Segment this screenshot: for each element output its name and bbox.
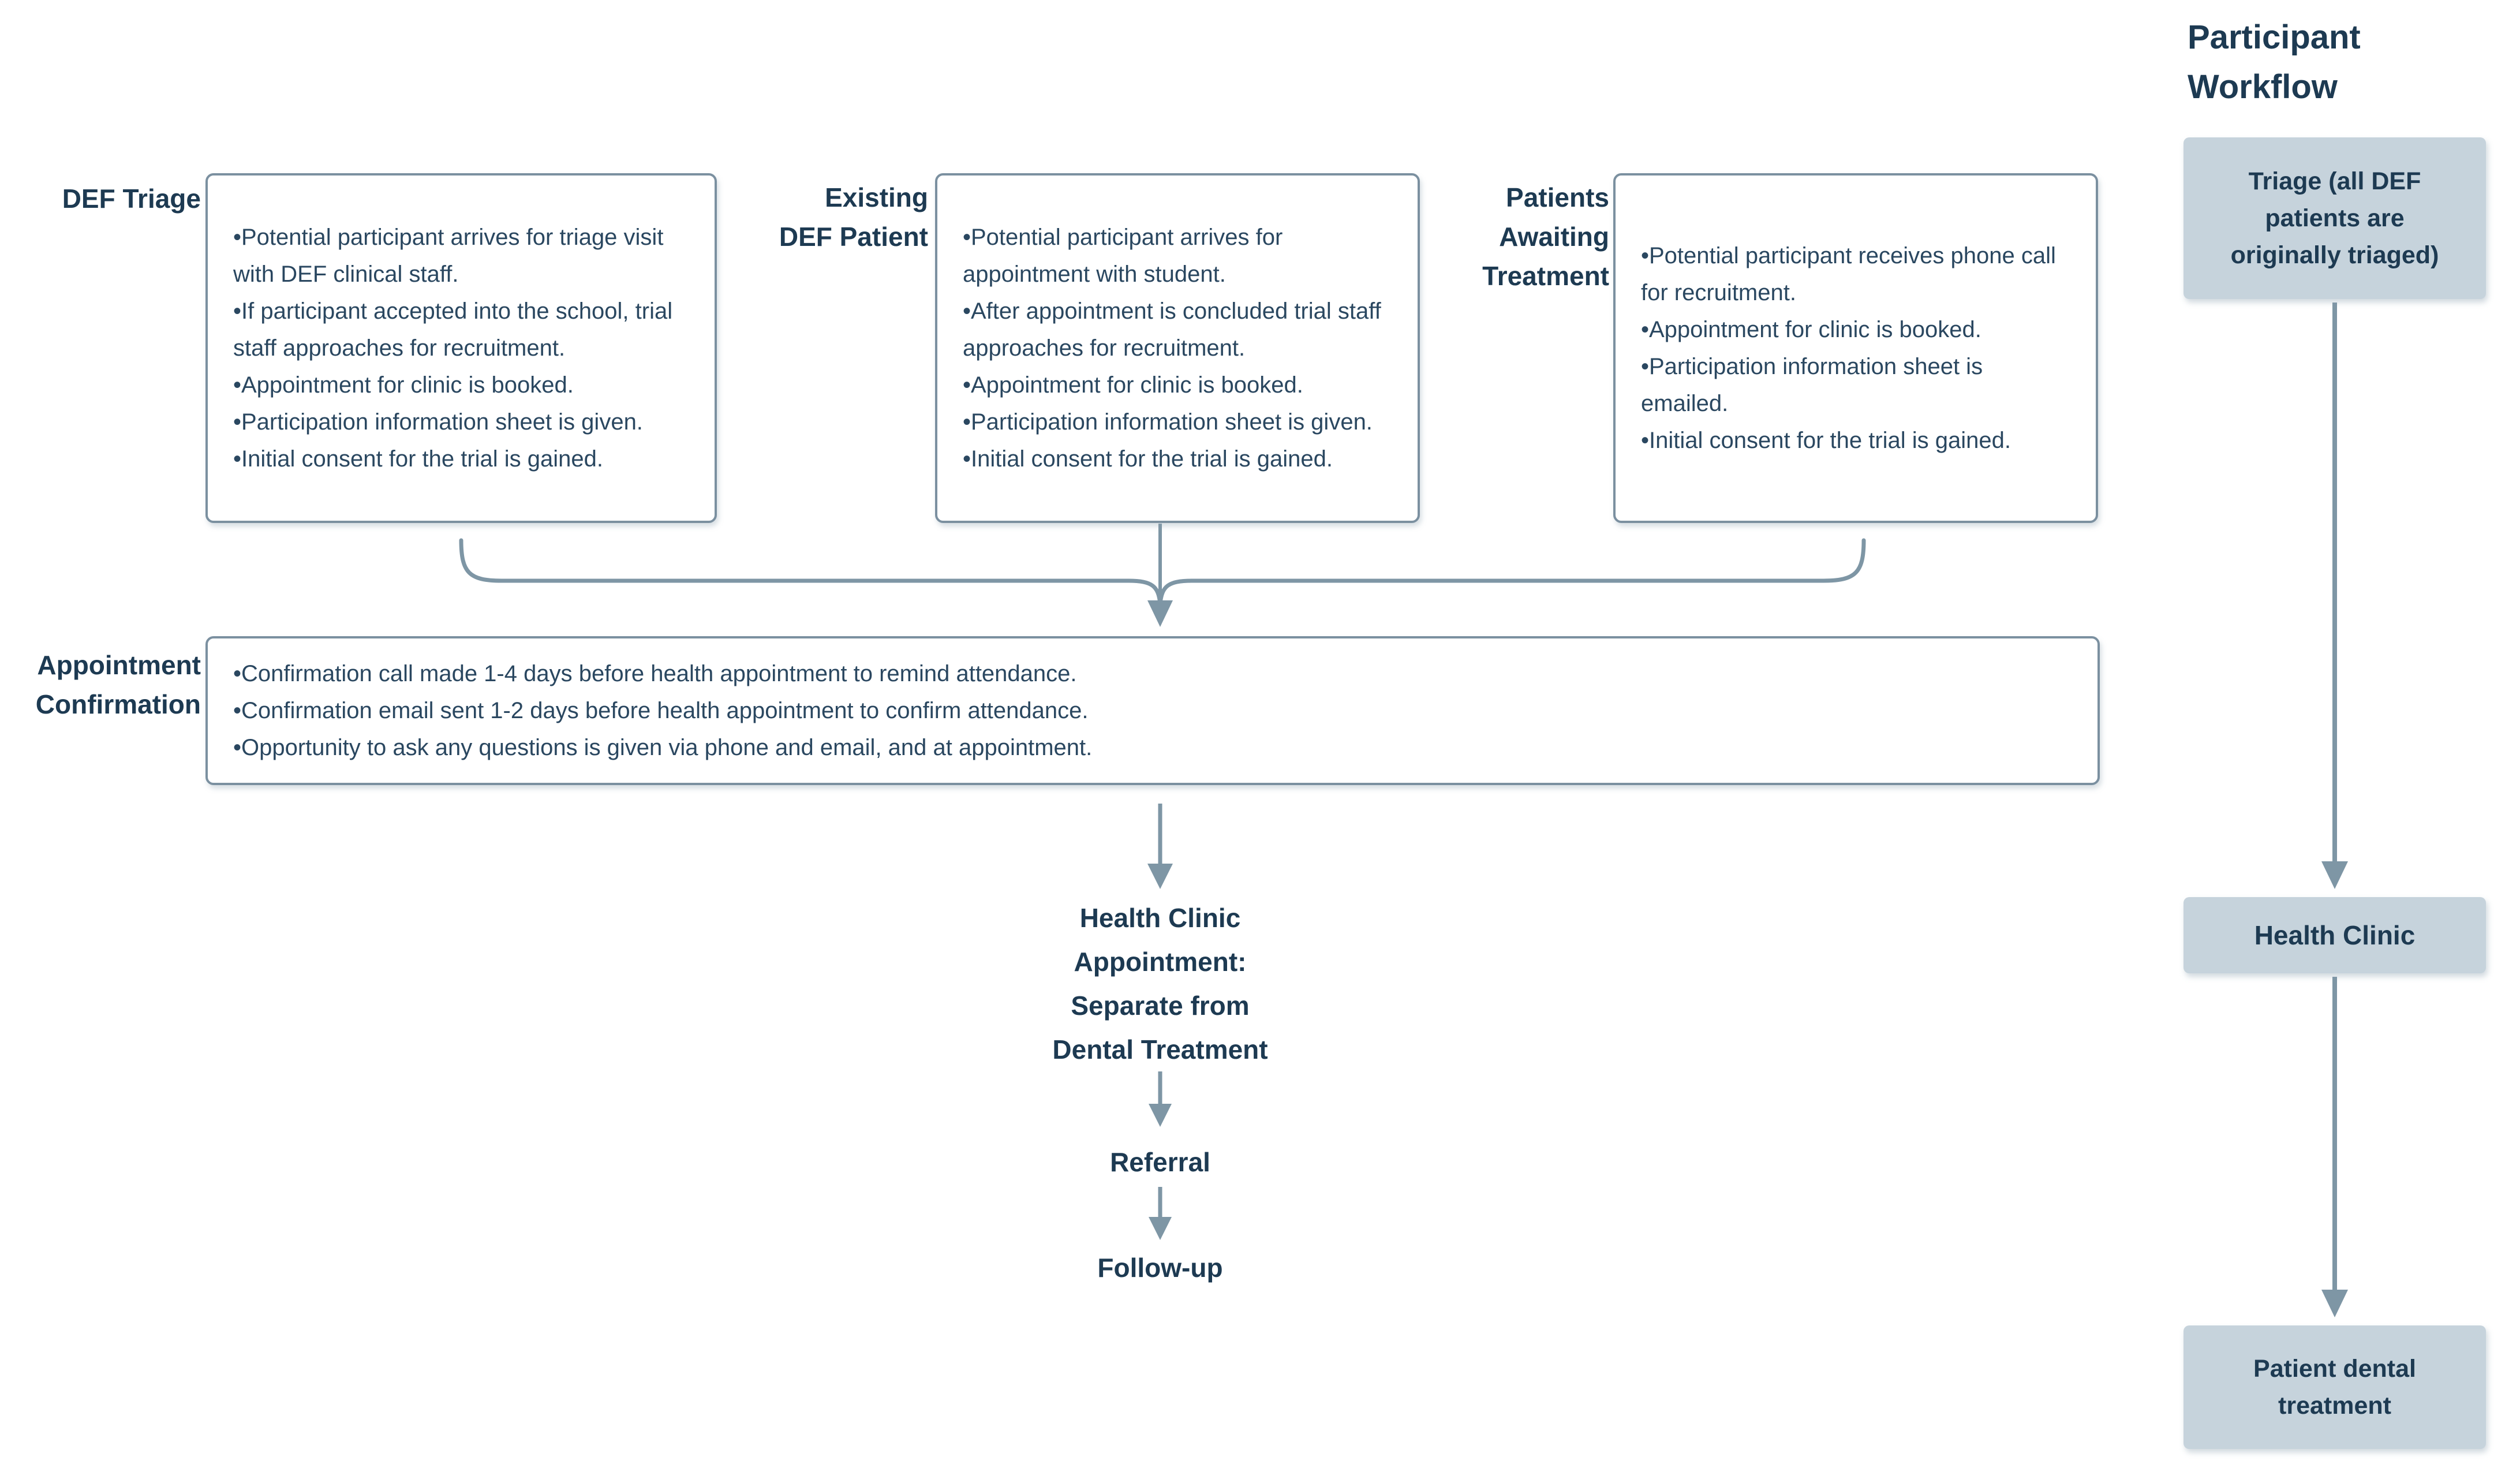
- bullet-item: •Potential participant arrives for appoi…: [963, 225, 1283, 287]
- heading-line: Dental Treatment: [1052, 1034, 1268, 1065]
- bullet-item: •Participation information sheet is give…: [963, 409, 1373, 435]
- bullet-item: •Initial consent for the trial is gained…: [233, 446, 604, 472]
- step-line: Health Clinic: [2254, 920, 2416, 950]
- branch-box-patients-awaiting-treatment: •Potential participant receives phone ca…: [1613, 173, 2098, 523]
- branch-box-def-triage: •Potential participant arrives for triag…: [205, 173, 717, 523]
- bullet-item: •Confirmation email sent 1-2 days before…: [233, 698, 1089, 723]
- step-line: originally triaged): [2230, 241, 2439, 269]
- title-line: Workflow: [2188, 68, 2338, 106]
- bullet-item: •Potential participant arrives for triag…: [233, 225, 664, 287]
- label-line: Treatment: [1482, 261, 1609, 291]
- label-line: DEF Patient: [779, 222, 928, 252]
- step-line: patients are: [2265, 204, 2405, 232]
- heading-line: Appointment:: [1074, 947, 1247, 977]
- heading-line: Health Clinic: [1079, 903, 1241, 933]
- label-line: DEF Triage: [62, 184, 201, 214]
- step-line: Patient dental: [2253, 1355, 2416, 1383]
- label-line: Patients: [1506, 182, 1609, 212]
- bullet-item: •If participant accepted into the school…: [233, 298, 673, 361]
- bullet-item: •Confirmation call made 1-4 days before …: [233, 661, 1077, 686]
- branch-label-patients-awaiting-treatment: Patients Awaiting Treatment: [1443, 178, 1609, 296]
- label-line: Confirmation: [35, 689, 201, 719]
- arrow-down-icon: [2321, 861, 2348, 889]
- label-line: Existing: [825, 182, 928, 212]
- merge-bracket-line: [459, 538, 1866, 604]
- referral-heading: Referral: [1110, 1147, 1210, 1177]
- workflow-step-triage: Triage (all DEF patients are originally …: [2183, 137, 2486, 299]
- arrow-down-icon: [1149, 1217, 1172, 1240]
- bullet-item: •Participation information sheet is give…: [233, 409, 643, 435]
- arrow-down-icon: [1149, 1104, 1172, 1127]
- label-line: Appointment: [37, 650, 201, 680]
- title-line: Participant: [2188, 18, 2361, 56]
- arrow-down-icon: [1147, 864, 1173, 889]
- workflow-step-patient-dental-treatment: Patient dental treatment: [2183, 1325, 2486, 1449]
- branch-box-existing-def-patient: •Potential participant arrives for appoi…: [935, 173, 1420, 523]
- branch-label-existing-def-patient: Existing DEF Patient: [768, 178, 928, 256]
- bullet-item: •After appointment is concluded trial st…: [963, 298, 1381, 361]
- appointment-confirmation-label: Appointment Confirmation: [12, 645, 201, 724]
- workflow-step-health-clinic: Health Clinic: [2183, 897, 2486, 973]
- heading-line: Separate from: [1071, 991, 1250, 1021]
- label-line: Awaiting: [1499, 222, 1609, 252]
- health-clinic-appointment-heading: Health Clinic Appointment: Separate from…: [1031, 896, 1289, 1071]
- bullet-item: •Participation information sheet is emai…: [1641, 354, 1983, 416]
- follow-up-heading: Follow-up: [1097, 1253, 1223, 1283]
- step-line: treatment: [2278, 1392, 2391, 1420]
- bullet-item: •Opportunity to ask any questions is giv…: [233, 735, 1093, 760]
- arrow-down-icon: [2321, 1290, 2348, 1317]
- bullet-item: •Initial consent for the trial is gained…: [963, 446, 1333, 472]
- bullet-item: •Initial consent for the trial is gained…: [1641, 428, 2011, 453]
- bullet-item: •Appointment for clinic is booked.: [233, 372, 574, 398]
- appointment-confirmation-box: •Confirmation call made 1-4 days before …: [205, 636, 2100, 785]
- bullet-item: •Appointment for clinic is booked.: [963, 372, 1303, 398]
- branch-label-def-triage: DEF Triage: [23, 179, 201, 218]
- step-line: Triage (all DEF: [2248, 167, 2421, 195]
- bullet-item: •Potential participant receives phone ca…: [1641, 243, 2056, 305]
- arrow-down-icon: [1147, 600, 1173, 627]
- bullet-item: •Appointment for clinic is booked.: [1641, 317, 1981, 342]
- participant-workflow-title: Participant Workflow: [2188, 13, 2511, 112]
